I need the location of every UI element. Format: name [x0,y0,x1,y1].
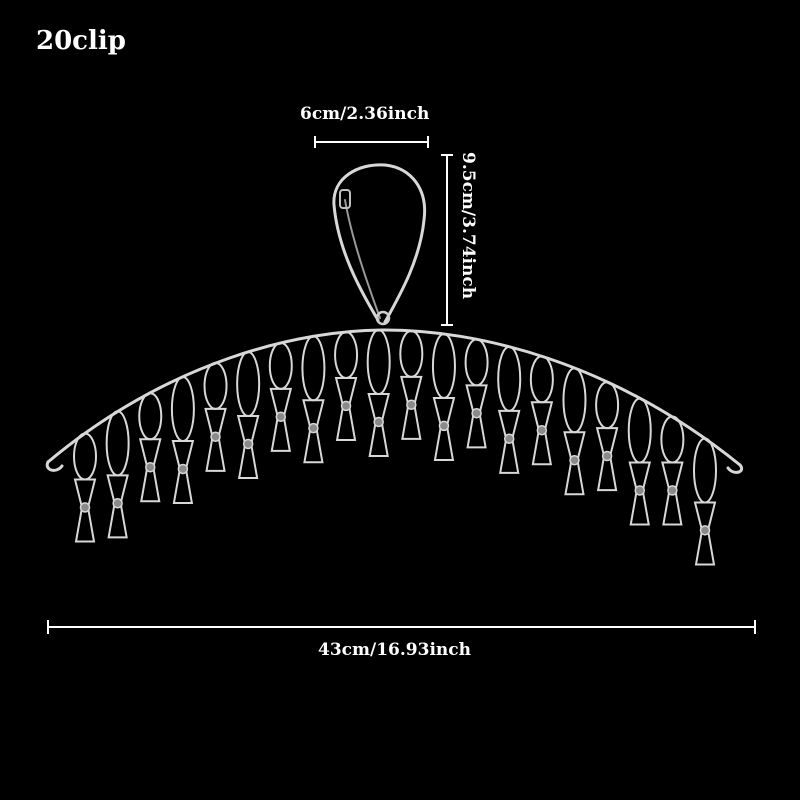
total-width-dimension-line [47,620,756,634]
clothes-clip [464,338,489,449]
hook-width-dimension-line [314,136,429,148]
clothes-clip [73,432,97,543]
clothes-clip [497,345,522,474]
clothes-clip [301,335,326,464]
clothes-clip [138,392,163,503]
hanger-rod [45,328,743,474]
clothes-clip [693,437,717,566]
clothes-clip [203,361,228,472]
clothes-clip [334,331,359,442]
clothes-clip [627,397,652,526]
clothes-clip [236,351,261,480]
clothes-clip [431,332,456,461]
clips-group [73,329,717,566]
hook-height-dimension-line [441,154,453,326]
clothes-clip [399,329,424,440]
clothes-clip [170,376,195,505]
product-title: 20clip [36,26,126,56]
clothes-clip [268,341,293,452]
hook [332,163,427,326]
hook-width-label: 6cm/2.36inch [300,104,430,124]
clothes-clip [529,355,554,466]
clothes-clip [105,410,130,539]
clothes-clip [595,381,620,492]
clothes-clip [562,367,587,496]
clothes-clip [366,329,391,458]
clothes-clip [660,415,685,526]
total-width-label: 43cm/16.93inch [318,640,471,660]
